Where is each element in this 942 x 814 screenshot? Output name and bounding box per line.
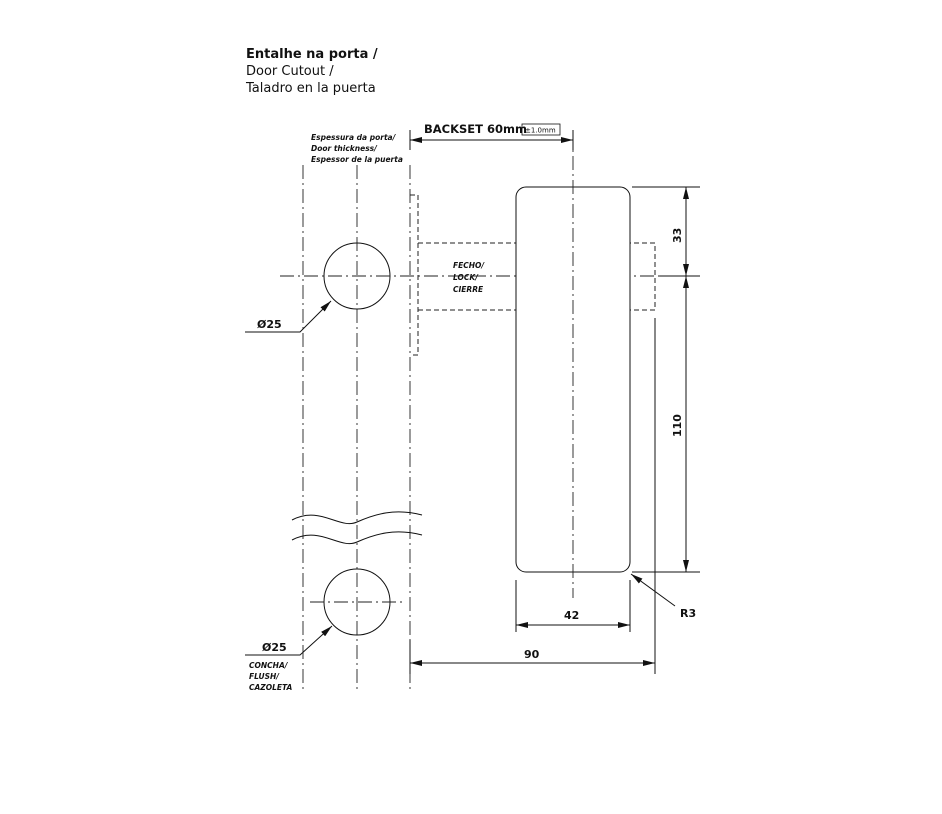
flush-label-line-1: CONCHA/ bbox=[249, 661, 289, 670]
title-line-1: Entalhe na porta / bbox=[246, 47, 378, 62]
lock-faceplate-hidden bbox=[410, 194, 419, 356]
lock-label-line-1: FECHO/ bbox=[453, 261, 485, 270]
break-line-bottom bbox=[291, 531, 423, 544]
lock-label-line-3: CIERRE bbox=[453, 285, 484, 294]
title-line-3: Taladro en la puerta bbox=[245, 81, 376, 96]
dim-90-label: 90 bbox=[524, 648, 540, 661]
backset-tolerance: ±1.0mm bbox=[525, 127, 556, 135]
flush-label-line-3: CAZOLETA bbox=[249, 683, 293, 692]
tolerance-box bbox=[521, 123, 561, 136]
hole-bottom-leader bbox=[245, 625, 333, 656]
dim-42-label: 42 bbox=[564, 609, 579, 622]
lock-label-line-2: LOCK/ bbox=[453, 273, 479, 282]
hole-top-label: Ø25 bbox=[257, 318, 282, 331]
dim-110-label: 110 bbox=[671, 414, 684, 437]
door-thickness-line-1: Espessura da porta/ bbox=[311, 133, 397, 142]
break-line-top bbox=[291, 511, 423, 524]
flush-label-line-2: FLUSH/ bbox=[249, 672, 280, 681]
radius-leader bbox=[630, 573, 676, 607]
hole-top-leader bbox=[245, 300, 332, 333]
hole-bottom-label: Ø25 bbox=[262, 641, 287, 654]
door-thickness-line-2: Door thickness/ bbox=[311, 144, 378, 153]
dim-33-label: 33 bbox=[671, 228, 684, 243]
backset-label: BACKSET 60mm bbox=[424, 122, 527, 136]
title-line-2: Door Cutout / bbox=[246, 64, 334, 79]
radius-label: R3 bbox=[680, 607, 696, 620]
door-thickness-line-3: Espessor de la puerta bbox=[311, 155, 403, 164]
